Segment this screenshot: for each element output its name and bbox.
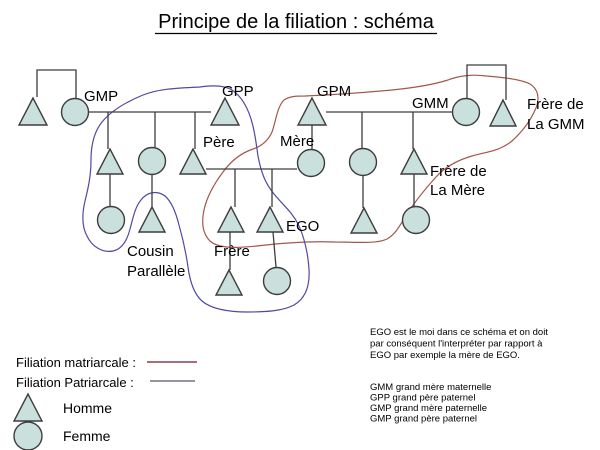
triangle-fils-du-frere <box>214 268 244 296</box>
sibling-bracket-gmp <box>36 69 77 99</box>
legend-femme-label: Femme <box>63 428 111 444</box>
note-ego-line2: par conséquent l'interpréter par rapport… <box>370 339 543 350</box>
patriarcal-filiation-curve <box>82 85 310 313</box>
label-frere-de-la-gmm-line2: La GMM <box>527 116 585 133</box>
circle-tante-paternelle <box>137 146 167 176</box>
label-gpp: GPP <box>222 83 254 100</box>
circle-tante-maternelle <box>348 147 378 177</box>
label-frere-de-la-mere-line2: La Mère <box>430 182 485 199</box>
note-abbr-gmp1: GMP grand mère paternelle <box>370 403 487 414</box>
label-pere: Père <box>203 134 235 151</box>
triangle-gmp-sibling <box>17 96 49 126</box>
label-gmm: GMM <box>412 95 449 112</box>
note-abbr-gmm: GMM grand mère maternelle <box>370 382 491 393</box>
label-mere: Mère <box>280 133 314 150</box>
circle-mere <box>296 148 326 178</box>
descent-line <box>272 231 277 268</box>
label-frere-de-la-gmm-line1: Frère de <box>527 96 584 113</box>
triangle-cousin-maternel <box>349 206 379 234</box>
label-gmp: GMP <box>84 88 118 105</box>
note-abbr-gmp2: GMP grand père paternel <box>370 414 477 425</box>
circle-cousine-maternelle <box>401 205 431 235</box>
note-ego-line3: EGO par exemple la mère de EGO. <box>370 350 520 361</box>
label-frere: Frère <box>214 243 250 260</box>
label-ego: EGO <box>286 218 319 235</box>
label-cousin-parallele-line1: Cousin <box>127 243 174 260</box>
label-frere-de-la-mere-line1: Frère de <box>430 163 487 180</box>
note-abbr-gpp: GPP grand père paternel <box>370 393 475 404</box>
sibling-bracket-gmm <box>466 64 507 100</box>
legend-matriarcale-label: Filiation matriarcale : <box>16 355 136 370</box>
circle-fille-de-ego <box>262 266 292 296</box>
matriarcal-filiation-curve <box>202 74 539 249</box>
triangle-frere-de-la-gmm <box>488 98 518 127</box>
circle-gmp <box>60 97 90 127</box>
circle-cousine <box>96 205 126 235</box>
page-title: Principe de la filiation : schéma <box>158 11 435 33</box>
triangle-gpp <box>209 96 241 126</box>
legend-femme-circle-icon <box>13 421 43 450</box>
triangle-cousin-parallele <box>137 205 167 233</box>
triangle-ego <box>255 205 285 233</box>
legend-patriarcale-label: Filiation Patriarcale : <box>16 375 134 390</box>
legend-homme-triangle-icon <box>12 392 44 422</box>
label-gpm: GPM <box>317 83 351 100</box>
triangle-frere <box>216 205 246 233</box>
triangle-pere <box>178 147 208 175</box>
label-cousin-parallele-line2: Parallèle <box>127 263 185 280</box>
triangle-gpm <box>296 96 328 126</box>
note-ego-line1: EGO est le moi dans ce schéma et on doit <box>370 327 548 338</box>
circle-gmm <box>451 97 481 127</box>
triangle-frere-de-la-mere <box>399 147 429 175</box>
legend-homme-label: Homme <box>63 400 112 416</box>
triangle-oncle-paternel <box>95 147 125 175</box>
